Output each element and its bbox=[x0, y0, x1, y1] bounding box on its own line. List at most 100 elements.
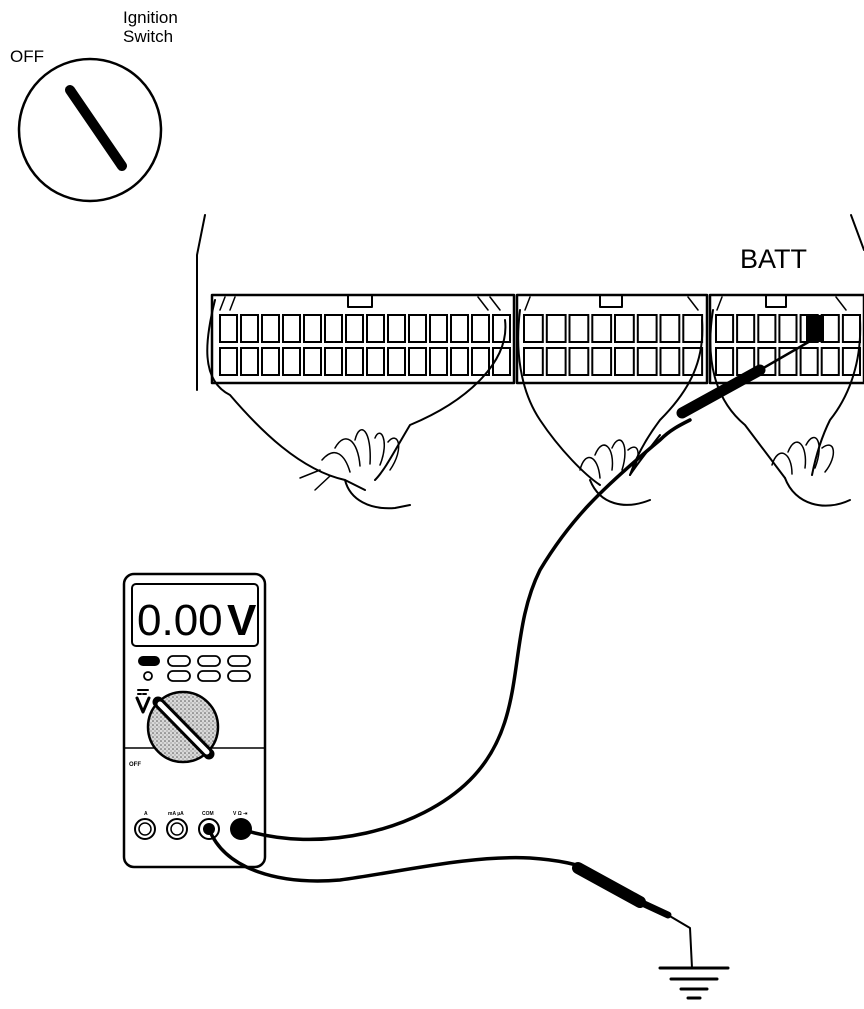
connector-lock-tabs-2 bbox=[524, 296, 699, 311]
positive-test-lead[interactable] bbox=[239, 338, 814, 842]
connector-cavity bbox=[591, 314, 613, 343]
connector-housing-left-edge bbox=[196, 214, 206, 391]
multimeter-reading: 0.00 bbox=[137, 596, 223, 645]
connector-lock-tabs-1 bbox=[219, 296, 501, 311]
connector-cavity bbox=[492, 314, 511, 343]
harness-strands-1b bbox=[299, 469, 331, 491]
jack-a-label: A bbox=[144, 811, 148, 817]
connector-cavity bbox=[659, 314, 681, 343]
multimeter-button-1[interactable] bbox=[138, 656, 160, 666]
harness-bundle-2 bbox=[589, 479, 651, 506]
connector-cavity bbox=[841, 347, 862, 376]
connector-cavity bbox=[820, 347, 840, 376]
ground-probe-tip bbox=[667, 914, 693, 969]
multimeter-button-7[interactable] bbox=[227, 670, 251, 682]
connector-cavity bbox=[778, 314, 798, 343]
multimeter-indicator-dot bbox=[143, 671, 153, 681]
connector-cavity bbox=[240, 347, 259, 376]
connector-cavity bbox=[324, 347, 343, 376]
connector-cavity bbox=[545, 314, 567, 343]
connector-cavity bbox=[261, 347, 280, 376]
connector-latch-3 bbox=[765, 294, 787, 308]
harness-bundle-3 bbox=[784, 477, 851, 507]
connector-cavity bbox=[841, 314, 862, 343]
batt-pin-label: BATT bbox=[740, 244, 807, 274]
connector-cavity bbox=[345, 314, 364, 343]
harness-bundle-1 bbox=[344, 479, 411, 510]
positive-probe-tip bbox=[758, 338, 814, 372]
connector-cavity bbox=[303, 314, 322, 343]
connector-cavity bbox=[614, 347, 635, 376]
connector-cavities-2 bbox=[523, 314, 704, 376]
harness-loop-right-2 bbox=[811, 319, 862, 476]
connector-cavity bbox=[471, 314, 490, 343]
connector-cavity bbox=[591, 347, 613, 376]
connector-cavity bbox=[429, 347, 448, 376]
connector-cavity bbox=[568, 314, 590, 343]
multimeter-unit: V bbox=[227, 596, 257, 645]
multimeter-button-6[interactable] bbox=[197, 670, 221, 682]
connector-cavity bbox=[303, 347, 322, 376]
multimeter-button-2[interactable] bbox=[167, 655, 191, 667]
multimeter-display bbox=[131, 583, 259, 647]
connector-cavities-3 bbox=[715, 314, 862, 376]
connector-cavity bbox=[282, 347, 301, 376]
multimeter-button-3[interactable] bbox=[197, 655, 221, 667]
connector-cavity bbox=[778, 347, 798, 376]
connector-housing-right-edge bbox=[850, 214, 864, 251]
ignition-off-label: OFF bbox=[10, 47, 44, 66]
connector-cavity bbox=[366, 314, 385, 343]
connector-cavity bbox=[219, 347, 238, 376]
positive-probe-shadow bbox=[629, 434, 661, 476]
connector-cavity bbox=[757, 314, 777, 343]
ecu-connector: BATT bbox=[196, 214, 864, 510]
connector-cavity bbox=[614, 314, 635, 343]
ground-lead-wire bbox=[207, 827, 592, 883]
connector-cavity bbox=[682, 314, 704, 343]
digital-multimeter: 0.00 V OFF A mA µA COM V Ω ⇥ bbox=[122, 572, 267, 869]
positive-probe-handle[interactable] bbox=[676, 364, 766, 419]
connector-cavity bbox=[523, 347, 544, 376]
connector-latch-1 bbox=[347, 294, 373, 308]
jack-a[interactable] bbox=[134, 818, 156, 840]
multimeter-button-4[interactable] bbox=[227, 655, 251, 667]
harness-loop-left-2 bbox=[374, 319, 507, 481]
jack-v-label: V Ω ⇥ bbox=[233, 811, 248, 817]
connector-cavity bbox=[450, 347, 469, 376]
dial-pointer bbox=[157, 701, 210, 755]
jack-com-label: COM bbox=[202, 811, 214, 817]
connector-cavity bbox=[408, 314, 427, 343]
connector-cavity bbox=[408, 347, 427, 376]
multimeter-button-5[interactable] bbox=[167, 670, 191, 682]
harness-strands-1 bbox=[321, 429, 400, 473]
connector-cavity bbox=[736, 314, 756, 343]
dial-off-label: OFF bbox=[129, 762, 141, 768]
connector-cavities-1 bbox=[219, 314, 511, 376]
connector-cavity bbox=[568, 347, 590, 376]
harness-strands-2 bbox=[579, 439, 639, 479]
connector-cavity bbox=[261, 314, 280, 343]
connector-cavity bbox=[820, 314, 840, 343]
ignition-key-icon bbox=[65, 85, 127, 171]
harness-loop-mid-2 bbox=[629, 319, 704, 476]
connector-cavity bbox=[387, 314, 406, 343]
multimeter-body bbox=[122, 572, 267, 869]
ignition-title-line2: Switch bbox=[123, 27, 173, 46]
ground-probe-handle[interactable] bbox=[572, 862, 646, 908]
jack-ma-label: mA µA bbox=[168, 811, 184, 817]
connector-cavity bbox=[366, 347, 385, 376]
connector-cavity bbox=[324, 314, 343, 343]
ground-test-lead[interactable] bbox=[207, 827, 693, 969]
connector-cavity bbox=[523, 314, 544, 343]
connector-cavity bbox=[450, 314, 469, 343]
connector-cavity bbox=[545, 347, 567, 376]
connector-cavity bbox=[282, 314, 301, 343]
connector-cavity bbox=[471, 347, 490, 376]
ignition-title-line1: Ignition bbox=[123, 8, 178, 27]
connector-cavity bbox=[715, 314, 735, 343]
connector-cavity bbox=[219, 314, 238, 343]
batt-pin-cavity bbox=[806, 315, 824, 342]
jack-ma[interactable] bbox=[166, 818, 188, 840]
